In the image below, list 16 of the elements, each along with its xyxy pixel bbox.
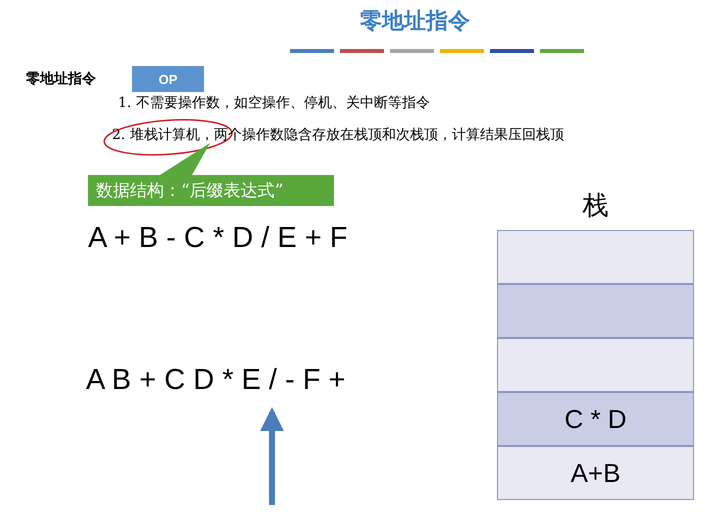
- stack-cell: [497, 230, 694, 284]
- opcode-box: OP: [132, 66, 204, 92]
- arrow: [260, 407, 284, 505]
- stack-cell: [497, 392, 694, 446]
- stack-cell: [497, 446, 694, 500]
- expression-text: A B + C D * E / - F +: [86, 360, 431, 400]
- instruction-label: 零地址指令: [26, 70, 96, 88]
- callout-text: 数据结构：“后缀表达式”: [96, 180, 284, 202]
- stack-heading: 栈: [582, 190, 610, 223]
- expression-text: A + B - C * D / E + F: [88, 222, 348, 255]
- slide-title: 零地址指令: [360, 7, 470, 36]
- stack-cell: [497, 284, 694, 338]
- stack-entry-text: A+B: [570, 458, 620, 488]
- stack-cell: [497, 338, 694, 392]
- stack-entry-text: C * D: [564, 404, 627, 434]
- note-text: 1. 不需要操作数，如空操作、停机、关中断等指令: [118, 94, 430, 112]
